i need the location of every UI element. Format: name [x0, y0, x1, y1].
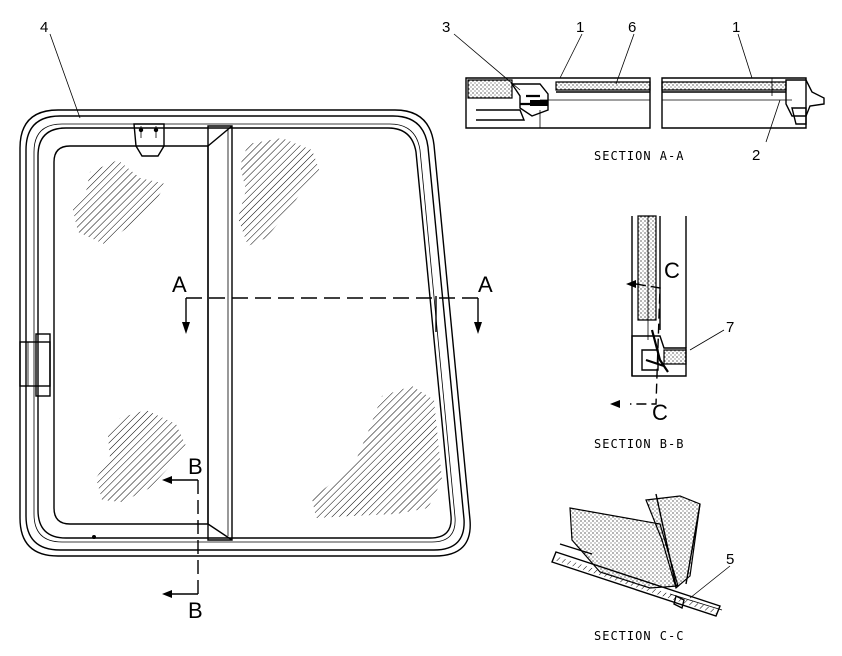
latch-tab [133, 123, 165, 157]
section-a-left-body [465, 77, 651, 129]
window-outer-frame [19, 109, 471, 557]
cut-a-right-arrow [474, 322, 482, 334]
cut-a-left-arrow [182, 322, 190, 334]
cut-label-b-top: B [188, 454, 203, 479]
callout-6: 6 [628, 19, 636, 36]
window-frame-line-3 [33, 123, 456, 543]
section-b-track [641, 349, 659, 371]
cut-label-a-left: A [172, 272, 187, 297]
section-b-b-drawing [610, 215, 725, 408]
section-c-frame-pane [645, 495, 701, 590]
cut-c-bottom-arrow [610, 400, 620, 408]
cut-label-b-bottom: B [188, 598, 203, 623]
callout-3: 3 [442, 19, 450, 36]
leader-3 [453, 33, 521, 91]
section-b-detail [645, 329, 669, 373]
section-a-glass-right [661, 81, 787, 91]
sash-corner-bottom [207, 523, 233, 541]
cut-label-c-bottom: C [652, 400, 668, 425]
section-a-track-left [476, 109, 526, 121]
section-b-seal [663, 349, 687, 365]
leader-1b [737, 33, 753, 79]
side-handle-bracket [35, 333, 51, 397]
window-front-view [19, 109, 482, 598]
callout-2: 2 [752, 147, 760, 164]
window-frame-line-2 [25, 115, 465, 551]
section-a-glass-left [555, 81, 651, 91]
section-c-edge-line [685, 503, 701, 585]
section-c-c-drawing [551, 493, 731, 617]
cut-label-a-right: A [478, 272, 493, 297]
callout-1a: 1 [576, 19, 584, 36]
sliding-sash-frame [53, 145, 209, 525]
callout-7: 7 [726, 319, 734, 336]
section-c-track-lip [559, 543, 593, 555]
cut-b-top-arrow [162, 476, 172, 484]
caption-section-c-c: SECTION C-C [594, 629, 684, 643]
section-a-a-drawing [453, 33, 825, 143]
sash-corner-top [207, 125, 233, 147]
leader-1a [559, 33, 583, 79]
leader-7 [689, 329, 725, 351]
leader-6 [615, 33, 635, 85]
cut-line-c-c [630, 283, 661, 405]
section-c-track-rail [551, 551, 721, 617]
section-c-track-hatch [554, 556, 718, 614]
cut-c-top-arrow [626, 280, 636, 288]
glass-reflection-1 [72, 160, 166, 244]
caption-section-a-a: SECTION A-A [594, 149, 684, 163]
section-a-latch [530, 100, 548, 106]
section-c-corner-line [655, 493, 677, 587]
leader-5 [689, 565, 731, 599]
cut-b-bottom-arrow [162, 590, 172, 598]
callout-5: 5 [726, 551, 734, 568]
cut-label-c-top: C [664, 258, 680, 283]
section-a-seal-left [467, 79, 513, 99]
callout-1b: 1 [732, 19, 740, 36]
section-c-fastener [673, 594, 685, 610]
glass-reflection-4 [312, 386, 442, 518]
leader-4 [49, 33, 81, 119]
section-a-frame-right [785, 79, 825, 117]
section-a-right-body [661, 77, 807, 129]
section-b-base-profile [631, 335, 687, 377]
caption-section-b-b: SECTION B-B [594, 437, 684, 451]
glass-reflection-2 [238, 138, 320, 246]
mounting-hole [92, 535, 96, 539]
section-b-glass [637, 215, 657, 321]
window-inner-opening [37, 127, 452, 539]
side-handle [19, 341, 51, 387]
section-a-seal-right [791, 107, 807, 125]
glass-reflection-3 [96, 410, 186, 502]
callout-4: 4 [40, 19, 48, 36]
leader-2 [765, 99, 781, 143]
